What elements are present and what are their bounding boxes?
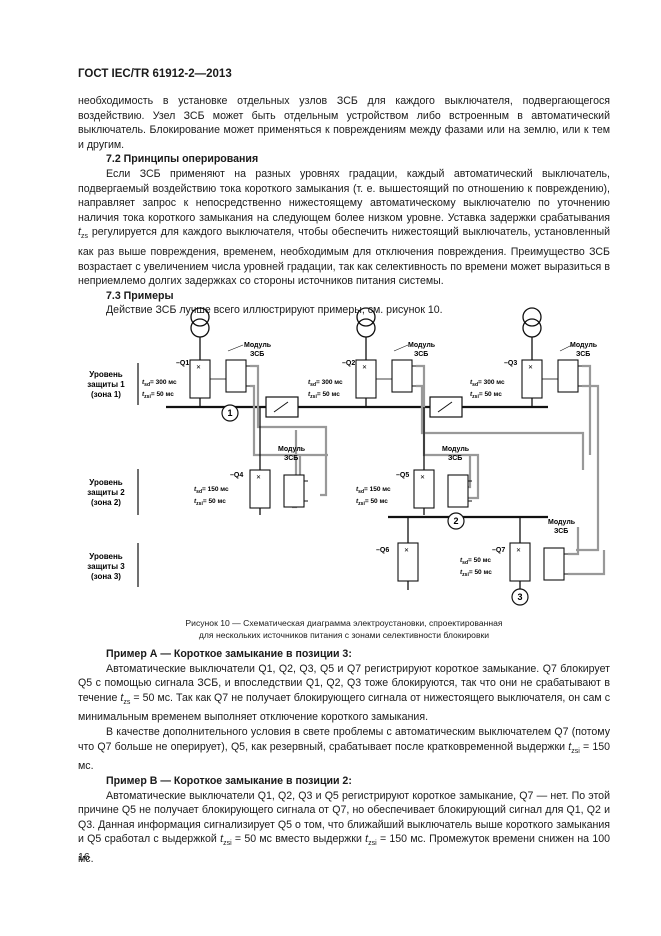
examples-text: Пример А — Короткое замыкание в позиции … (78, 647, 610, 867)
label-q3: –Q3 (504, 360, 517, 367)
breaker-q7 (509, 542, 531, 582)
q1-settings: tsd= 300 мс (142, 379, 177, 388)
svg-text:tzsi= 50 мс: tzsi= 50 мс (194, 498, 226, 507)
intro-paragraph: необходимость в установке отдельных узло… (78, 95, 610, 151)
zsi-module-2 (391, 359, 417, 393)
svg-text:tsd= 150 мс: tsd= 150 мс (356, 486, 391, 495)
svg-text:ЗСБ: ЗСБ (284, 455, 298, 462)
svg-text:Модуль: Модуль (408, 342, 436, 349)
svg-text:защиты 1: защиты 1 (87, 380, 125, 389)
figure-caption: Рисунок 10 — Схематическая диаграмма эле… (185, 618, 503, 640)
breaker-q6 (397, 542, 419, 582)
label-q5: –Q5 (396, 472, 409, 479)
section-7-2-paragraph: Если ЗСБ применяют на разных уровнях гра… (78, 167, 610, 288)
svg-text:✕: ✕ (404, 548, 409, 554)
transformer-icon (356, 307, 376, 338)
svg-text:Уровень: Уровень (89, 478, 123, 487)
svg-text:✕: ✕ (528, 365, 533, 371)
svg-text:защиты 2: защиты 2 (87, 488, 125, 497)
example-a-paragraph-1: Автоматические выключатели Q1, Q2, Q3, Q… (78, 662, 610, 724)
svg-text:Модуль: Модуль (244, 342, 272, 349)
zsi-module-4 (283, 474, 309, 508)
figure-10-diagram: Уровень защиты 1 (зона 1) ✕ –Q1 tsd= 300… (87, 307, 606, 606)
svg-text:(зона 1): (зона 1) (91, 390, 121, 399)
zsi-module-5 (447, 474, 473, 508)
svg-text:Модуль: Модуль (442, 446, 470, 453)
example-a-paragraph-2: В качестве дополнительного условия в све… (78, 726, 610, 773)
transformer-icon (190, 307, 210, 338)
label-q1: –Q1 (176, 360, 189, 367)
svg-text:tzsi= 50 мс: tzsi= 50 мс (356, 498, 388, 507)
example-b-heading: Пример В — Короткое замыкание в позиции … (106, 774, 352, 787)
zsi-signal-lines (250, 364, 600, 552)
fault-marker-2: 2 (447, 512, 465, 530)
transformer-icon (522, 307, 542, 338)
fault-marker-3: 3 (511, 588, 529, 606)
svg-text:✕: ✕ (420, 475, 425, 481)
fault-marker-1: 1 (221, 404, 239, 422)
svg-text:3: 3 (517, 592, 522, 602)
breaker-q4 (249, 469, 271, 509)
zsi-module-7 (543, 547, 569, 581)
label-q6: –Q6 (376, 547, 389, 554)
section-7-2-heading: 7.2 Принципы оперирования (106, 153, 259, 166)
example-a-heading: Пример А — Короткое замыкание в позиции … (106, 648, 352, 660)
svg-text:✕: ✕ (196, 365, 201, 371)
svg-text:tzsi= 50 мс: tzsi= 50 мс (460, 569, 492, 578)
svg-text:Модуль: Модуль (278, 446, 306, 453)
bus-tie-breaker-2 (429, 396, 463, 418)
svg-text:ЗСБ: ЗСБ (414, 351, 428, 358)
level-1-label: Уровень защиты 1 (зона 1) (87, 370, 125, 399)
svg-text:✕: ✕ (516, 548, 521, 554)
label-q7: –Q7 (492, 547, 505, 554)
section-7-3-paragraph: Действие ЗСБ лучше всего иллюстрируют пр… (106, 304, 443, 317)
svg-text:Уровень: Уровень (89, 552, 123, 561)
svg-text:Уровень: Уровень (89, 370, 123, 379)
svg-text:tzsi= 50 мс: tzsi= 50 мс (470, 391, 502, 400)
svg-text:ЗСБ: ЗСБ (250, 351, 264, 358)
intro-text: необходимость в установке отдельных узло… (78, 94, 610, 318)
svg-text:Модуль: Модуль (548, 519, 576, 526)
zsi-module-3 (557, 359, 583, 393)
breaker-q5 (413, 469, 435, 509)
bus-tie-breaker-1 (265, 396, 299, 418)
label-q4: –Q4 (230, 472, 243, 479)
svg-text:2: 2 (453, 516, 458, 526)
svg-text:ЗСБ: ЗСБ (448, 455, 462, 462)
svg-text:tzsi= 50 мс: tzsi= 50 мс (142, 391, 174, 400)
level-3-label: Уровень защиты 3 (зона 3) (87, 552, 125, 581)
svg-text:(зона 3): (зона 3) (91, 572, 121, 581)
document-header: ГОСТ IEC/TR 61912-2—2013 (78, 68, 232, 80)
svg-text:1: 1 (227, 408, 232, 418)
svg-text:ЗСБ: ЗСБ (576, 351, 590, 358)
svg-text:tzsi= 50 мс: tzsi= 50 мс (308, 391, 340, 400)
svg-text:(зона 2): (зона 2) (91, 498, 121, 507)
example-b-paragraph-1: Автоматические выключатели Q1, Q2, Q3 и … (78, 789, 610, 866)
svg-text:tsd= 150 мс: tsd= 150 мс (194, 486, 229, 495)
svg-text:✕: ✕ (256, 475, 261, 481)
zsi-module-1 (225, 359, 251, 393)
page-number: 16 (78, 851, 90, 863)
svg-text:tsd= 50 мс: tsd= 50 мс (460, 557, 491, 566)
svg-text:Модуль: Модуль (570, 342, 598, 349)
section-7-3-heading: 7.3 Примеры (106, 289, 174, 302)
svg-text:защиты 3: защиты 3 (87, 562, 125, 571)
svg-text:ЗСБ: ЗСБ (554, 528, 568, 535)
label-q2: –Q2 (342, 360, 355, 367)
svg-text:tsd= 300 мс: tsd= 300 мс (308, 379, 343, 388)
level-2-label: Уровень защиты 2 (зона 2) (87, 478, 125, 507)
svg-text:tsd= 300 мс: tsd= 300 мс (470, 379, 505, 388)
svg-text:✕: ✕ (362, 365, 367, 371)
